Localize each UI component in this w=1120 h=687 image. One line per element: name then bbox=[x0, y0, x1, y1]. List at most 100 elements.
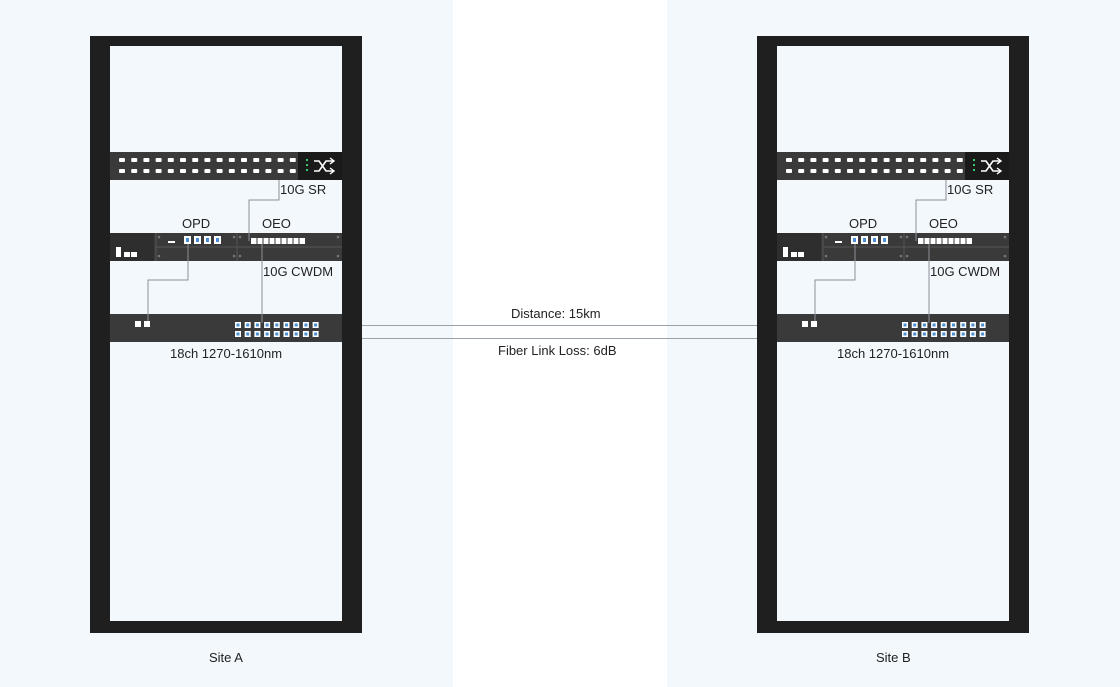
mux-channel-core bbox=[304, 332, 308, 336]
switch-port bbox=[119, 169, 125, 173]
screw bbox=[824, 235, 828, 239]
switch-port bbox=[956, 158, 963, 162]
mux-channel-core bbox=[275, 332, 279, 336]
mux-channel-core bbox=[903, 323, 907, 327]
opd-port-core bbox=[873, 238, 876, 242]
switch-port bbox=[204, 169, 211, 173]
screw bbox=[336, 235, 340, 239]
opd-port-core bbox=[883, 238, 886, 242]
switch-port bbox=[847, 158, 853, 162]
mux-channel-core bbox=[294, 323, 298, 327]
switch-port bbox=[265, 158, 272, 162]
switch-port bbox=[180, 158, 186, 162]
site-a-mux-label: 18ch 1270-1610nm bbox=[170, 346, 283, 361]
screw bbox=[336, 254, 340, 258]
switch-port bbox=[920, 158, 927, 162]
mux-channel-core bbox=[903, 332, 907, 336]
switch-port bbox=[810, 158, 817, 162]
switch-port bbox=[822, 169, 829, 173]
shuffle-arrow-icon bbox=[329, 157, 336, 175]
status-led bbox=[973, 159, 975, 161]
site-b-mux-label: 18ch 1270-1610nm bbox=[837, 346, 950, 361]
switch-port bbox=[883, 158, 890, 162]
mux-channel-core bbox=[236, 332, 240, 336]
opd-port-core bbox=[853, 238, 856, 242]
screw bbox=[905, 254, 909, 258]
switch-port bbox=[798, 169, 805, 173]
mux-channel-core bbox=[922, 323, 926, 327]
opd-led bbox=[168, 241, 175, 243]
switch-port bbox=[155, 169, 162, 173]
status-led bbox=[973, 169, 975, 171]
screw bbox=[238, 254, 242, 258]
switch-port bbox=[180, 169, 186, 173]
screw bbox=[157, 254, 161, 258]
status-led bbox=[306, 164, 308, 166]
mux-channel-core bbox=[952, 323, 955, 327]
mux-channel-core bbox=[913, 332, 917, 336]
switch-port bbox=[192, 158, 199, 162]
switch-port bbox=[932, 158, 939, 162]
switch-port bbox=[143, 158, 150, 162]
switch-port bbox=[932, 169, 939, 173]
switch-port bbox=[155, 158, 162, 162]
switch-port bbox=[920, 169, 927, 173]
switch-port bbox=[277, 169, 284, 173]
switch-port bbox=[810, 169, 817, 173]
screw bbox=[899, 254, 903, 258]
mux-channel-core bbox=[285, 323, 288, 327]
mux-channel-core bbox=[961, 323, 965, 327]
screw bbox=[1003, 254, 1007, 258]
chassis-switch bbox=[798, 252, 804, 257]
switch-port bbox=[204, 158, 211, 162]
switch-port bbox=[786, 169, 792, 173]
mux-line-port bbox=[811, 321, 817, 327]
mux-channel-core bbox=[265, 332, 269, 336]
shuffle-arrow-icon bbox=[996, 157, 1003, 175]
status-led bbox=[306, 159, 308, 161]
switch-port bbox=[167, 158, 174, 162]
opd-port-core bbox=[206, 238, 209, 242]
switch-port bbox=[241, 169, 247, 173]
status-led bbox=[306, 169, 308, 171]
patch-cable-sr bbox=[915, 180, 947, 241]
mux-channel-core bbox=[314, 332, 318, 336]
switch-port bbox=[253, 169, 260, 173]
mux-channel-core bbox=[913, 323, 917, 327]
screw bbox=[157, 235, 161, 239]
switch-port bbox=[253, 158, 260, 162]
site-a-sr-label: 10G SR bbox=[280, 182, 327, 197]
screw bbox=[899, 235, 903, 239]
mux-channel-core bbox=[314, 323, 318, 327]
screw bbox=[232, 235, 236, 239]
switch-port bbox=[228, 169, 235, 173]
site-a-label: Site A bbox=[209, 650, 243, 665]
patch-cable-sr bbox=[248, 180, 280, 241]
switch-port bbox=[228, 158, 235, 162]
shuffle-icon bbox=[314, 160, 333, 172]
switch-port bbox=[289, 158, 296, 162]
site-b-opd-label: OPD bbox=[849, 216, 878, 231]
screw bbox=[905, 235, 909, 239]
mux-channel-core bbox=[952, 332, 955, 336]
mux-channel-core bbox=[932, 323, 936, 327]
fiber-loss-label: Fiber Link Loss: 6dB bbox=[498, 343, 617, 358]
switch-port bbox=[871, 158, 878, 162]
chassis-switch bbox=[124, 252, 130, 257]
screw bbox=[238, 235, 242, 239]
fiber-line-bottom bbox=[362, 338, 757, 339]
mux-line-port bbox=[144, 321, 150, 327]
switch-port bbox=[192, 169, 199, 173]
opd-led bbox=[835, 241, 842, 243]
site-a-opd-label: OPD bbox=[182, 216, 211, 231]
switch-port bbox=[131, 169, 138, 173]
switch-port bbox=[847, 169, 853, 173]
chassis-switch bbox=[783, 247, 788, 257]
mux-channel-core bbox=[236, 323, 240, 327]
oeo-port-block bbox=[251, 238, 305, 244]
opd-port-core bbox=[196, 238, 199, 242]
switch-port bbox=[908, 169, 914, 173]
site-a-cwdm-label: 10G CWDM bbox=[263, 264, 334, 279]
